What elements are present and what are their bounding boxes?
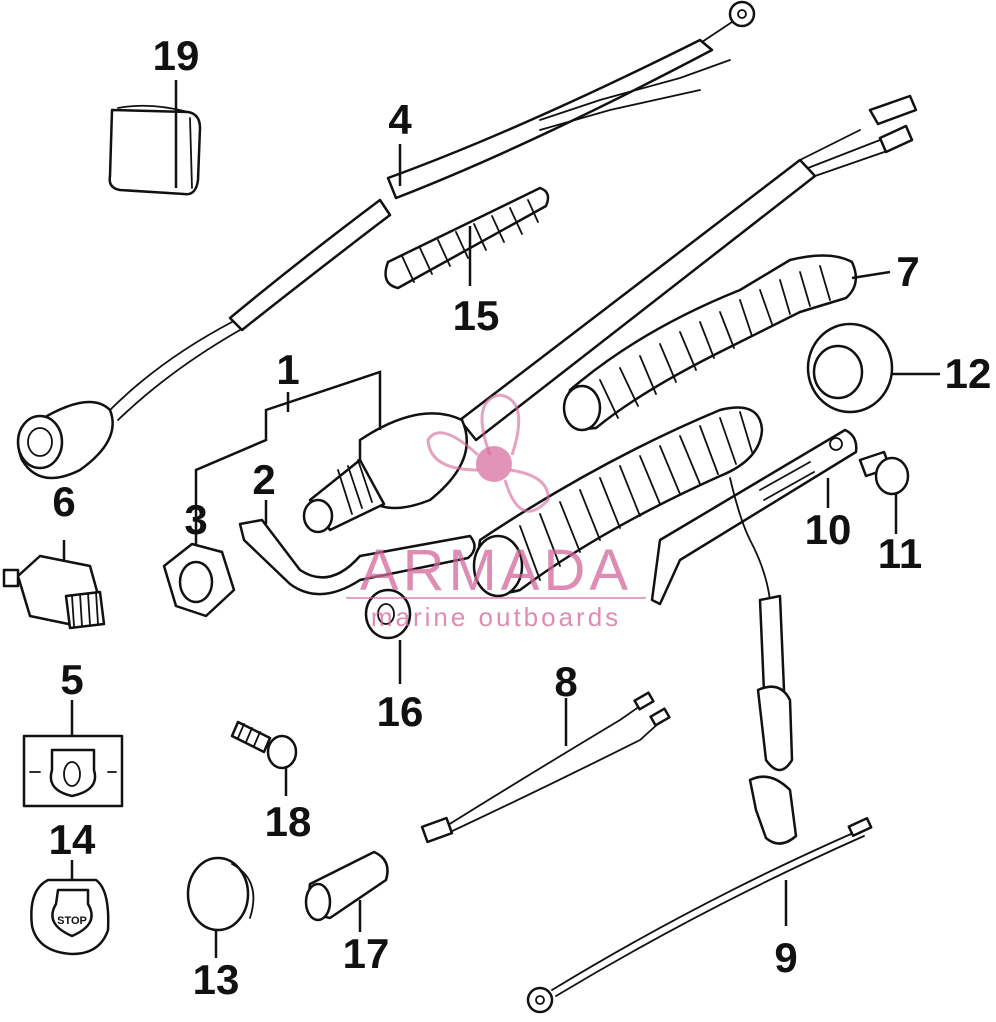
callout-6: 6: [52, 478, 75, 525]
callout-numbers: 19 4 15 1 7 12 2 3 6 10 11 5 8 16 18 14 …: [49, 32, 992, 1003]
callout-2: 2: [252, 456, 275, 503]
part-16-washer: [364, 588, 412, 640]
callout-18: 18: [265, 798, 312, 845]
part-large-sleeve: [472, 406, 764, 598]
part-3-nut: [162, 542, 236, 618]
part-17-tube: [304, 850, 389, 922]
callout-1: 1: [276, 346, 299, 393]
callout-4: 4: [388, 96, 412, 143]
watermark-brand: ARMADA: [360, 538, 632, 603]
part-18-bolt: [230, 720, 298, 770]
part-10-bracket: [650, 428, 858, 606]
callout-9: 9: [774, 934, 797, 981]
callout-16: 16: [377, 688, 424, 735]
callout-17: 17: [343, 930, 390, 977]
callout-19: 19: [153, 32, 200, 79]
callout-3: 3: [184, 496, 207, 543]
callout-5: 5: [60, 656, 83, 703]
part-2-clip: [238, 518, 476, 596]
callout-13: 13: [193, 956, 240, 1003]
part-12-grommet: [806, 322, 894, 414]
callout-11: 11: [878, 530, 922, 577]
callout-15: 15: [453, 292, 500, 339]
watermark: ARMADA marine outboards: [346, 393, 646, 632]
part-6-switch: [2, 554, 106, 630]
callout-8: 8: [554, 658, 577, 705]
propeller-logo-icon: [426, 393, 550, 513]
callout-7: 7: [896, 248, 919, 295]
stop-label: STOP: [57, 915, 87, 927]
part-4-cable: [109, 0, 756, 421]
callout-14: 14: [49, 816, 96, 863]
part-9-ground-lead: [526, 816, 873, 1014]
part-7-hose: [562, 254, 858, 432]
part-1-main-harness: [302, 94, 918, 534]
watermark-tagline: marine outboards: [371, 602, 621, 632]
callout-12: 12: [945, 350, 992, 397]
part-11-screw: [858, 450, 910, 496]
part-grommet-switch: [16, 400, 114, 480]
part-14-stop-plate: STOP: [30, 878, 110, 956]
leader-lines: [62, 80, 940, 958]
part-15-spiral-tube: [384, 186, 550, 290]
part-19-cap: [108, 104, 202, 196]
callout-10: 10: [805, 506, 852, 553]
part-8-harness: [420, 691, 671, 844]
part-13-cap: [186, 856, 255, 932]
part-lanyard: [729, 477, 798, 845]
part-5-plate: [22, 734, 124, 808]
